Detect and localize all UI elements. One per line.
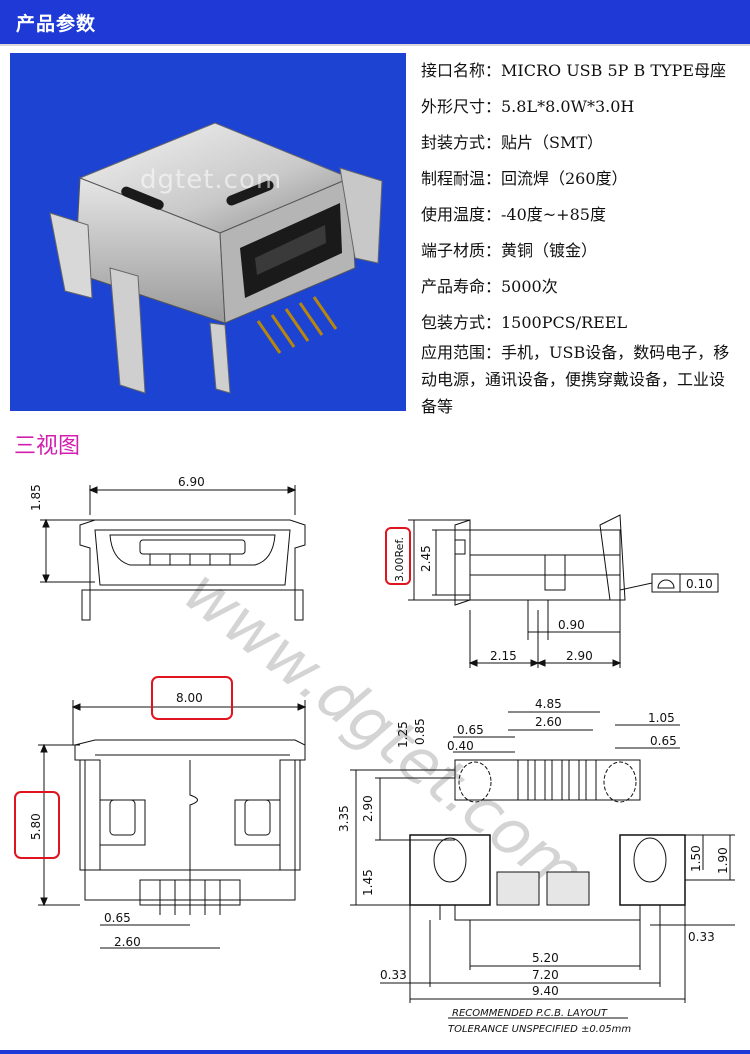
front-width-dim: 6.90 bbox=[178, 475, 205, 489]
pcb-dim-065-left: 0.65 bbox=[457, 723, 484, 737]
pcb-dim-720: 7.20 bbox=[532, 968, 559, 982]
pcb-dim-335: 3.35 bbox=[337, 805, 351, 832]
spec-applications: 应用范围：手机，USB设备，数码电子，移动电源，通讯设备，便携穿戴设备，工业设备… bbox=[421, 343, 730, 416]
top-view bbox=[38, 700, 307, 949]
connector-illustration bbox=[49, 122, 383, 394]
pcb-dim-125: 1.25 bbox=[396, 721, 410, 748]
side-width-290: 2.90 bbox=[566, 649, 593, 663]
top-span-dim: 2.60 bbox=[114, 935, 141, 949]
spec-operating-temperature: 使用温度：-40度~+85度 bbox=[421, 205, 606, 224]
side-height-dim: 2.45 bbox=[419, 545, 433, 572]
spec-dimensions: 外形尺寸：5.8L*8.0W*3.0H bbox=[421, 97, 635, 116]
section-title-three-views: 三视图 bbox=[14, 434, 81, 459]
tolerance-note: TOLERANCE UNSPECIFIED ±0.05mm bbox=[448, 1024, 631, 1035]
three-view-drawing: www.dgtet.com 6.90 1.85 bbox=[14, 475, 735, 1035]
side-width-215: 2.15 bbox=[490, 649, 517, 663]
spec-packaging-type: 封装方式：贴片（SMT） bbox=[421, 133, 604, 152]
pcb-layout bbox=[350, 711, 735, 1019]
top-width-dim: 8.00 bbox=[176, 691, 203, 705]
footer-divider bbox=[0, 1050, 750, 1054]
pcb-dim-033-left: 0.33 bbox=[380, 968, 407, 982]
spec-lifespan: 产品寿命：5000次 bbox=[421, 277, 558, 296]
pcb-dim-190: 1.90 bbox=[716, 847, 730, 874]
spec-terminal-material: 端子材质：黄铜（镀金） bbox=[421, 241, 598, 260]
pcb-layout-note: RECOMMENDED P.C.B. LAYOUT bbox=[452, 1008, 608, 1019]
pcb-dim-520: 5.20 bbox=[532, 951, 559, 965]
width-highlight-box bbox=[151, 676, 233, 720]
drawing-watermark: www.dgtet.com bbox=[171, 554, 598, 910]
header-divider bbox=[0, 44, 750, 46]
spec-packing: 包装方式：1500PCS/REEL bbox=[421, 313, 628, 332]
product-photo: dgtet.com bbox=[10, 53, 406, 411]
pcb-dim-085: 0.85 bbox=[413, 718, 427, 745]
depth-highlight-box bbox=[14, 791, 60, 859]
ref-highlight-box bbox=[385, 527, 411, 585]
header-title: 产品参数 bbox=[16, 13, 97, 35]
spec-interface-name: 接口名称：MICRO USB 5P B TYPE母座 bbox=[421, 61, 727, 80]
pcb-dim-150: 1.50 bbox=[689, 845, 703, 872]
pcb-dim-033-right: 0.33 bbox=[688, 930, 715, 944]
pcb-dim-485: 4.85 bbox=[535, 697, 562, 711]
flatness-tolerance: 0.10 bbox=[686, 577, 713, 591]
pcb-dim-290: 2.90 bbox=[361, 795, 375, 822]
pcb-dim-260: 2.60 bbox=[535, 715, 562, 729]
section-header: 产品参数 bbox=[0, 0, 750, 44]
pcb-dim-040: 0.40 bbox=[447, 739, 474, 753]
top-depth-dim: 5.80 bbox=[29, 813, 43, 840]
pcb-dim-940: 9.40 bbox=[532, 984, 559, 998]
front-height-dim: 1.85 bbox=[29, 484, 43, 511]
spec-process-temperature: 制程耐温：回流焊（260度） bbox=[421, 169, 628, 188]
pcb-dim-145: 1.45 bbox=[361, 869, 375, 896]
side-view bbox=[408, 514, 719, 668]
pcb-dim-065-right: 0.65 bbox=[650, 734, 677, 748]
top-pitch-dim: 0.65 bbox=[104, 911, 131, 925]
side-ref-dim: 3.00Ref. bbox=[393, 537, 406, 582]
side-width-090: 0.90 bbox=[558, 618, 585, 632]
front-view bbox=[40, 485, 306, 621]
photo-watermark: dgtet.com bbox=[140, 165, 283, 195]
pcb-dim-105: 1.05 bbox=[648, 711, 675, 725]
